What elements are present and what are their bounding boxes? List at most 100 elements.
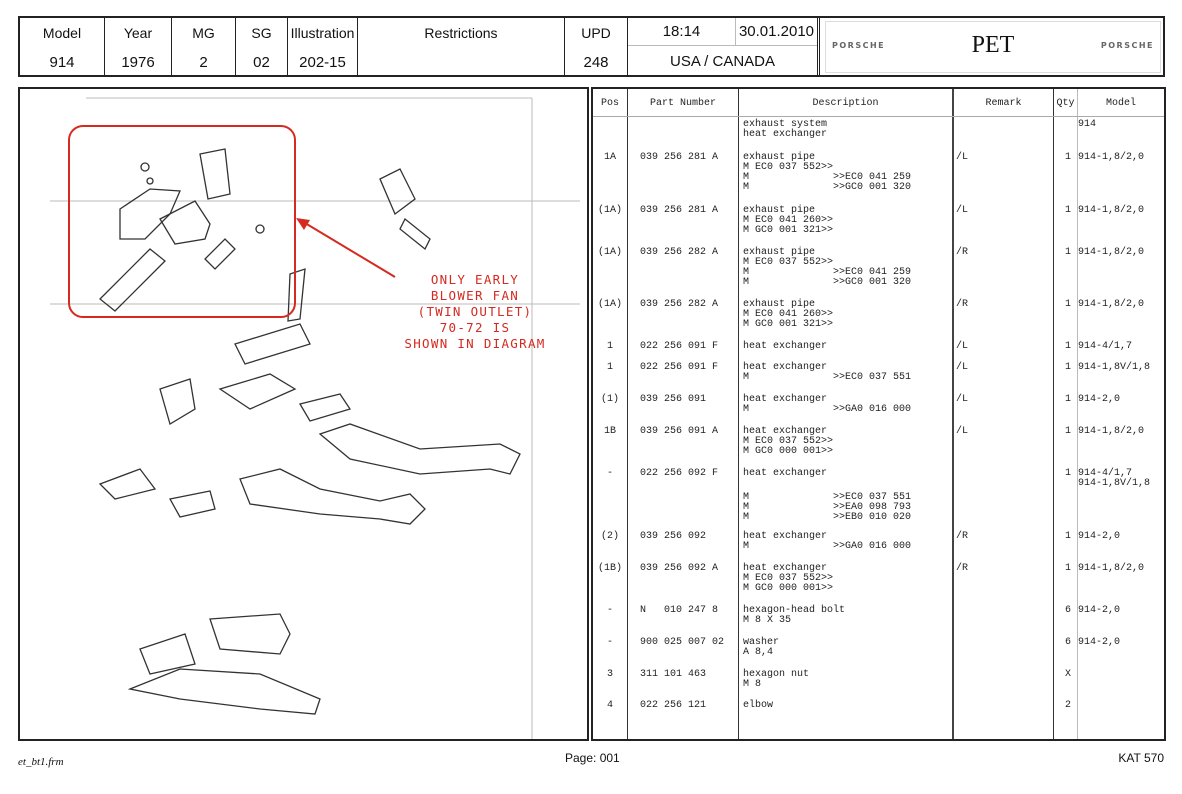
cell-remark: /R (956, 299, 969, 310)
cell-qty: 2 (1064, 700, 1071, 711)
model-line: 914-2,0 (1078, 531, 1121, 542)
model-line: 914-1,8/2,0 (1078, 426, 1145, 437)
description-line: M 8 (743, 679, 762, 690)
model-line: 914-1,8/2,0 (1078, 152, 1145, 163)
app-title: PET (971, 32, 1015, 58)
header-sg: SG 02 (236, 18, 288, 75)
description-line: M EC0 037 552>> (743, 436, 834, 447)
form-name: et_bt1.frm (18, 756, 64, 768)
model-line: 914-1,8/2,0 (1078, 205, 1145, 216)
cell-part-number: 039 256 282 A (640, 247, 719, 258)
description-line: M EC0 041 260>> (743, 215, 834, 226)
cell-pos: 1A (603, 152, 616, 163)
description-line: M >>EA0 098 793 (743, 502, 912, 513)
description-line: M >>EB0 010 020 (743, 512, 912, 523)
description-line: elbow (743, 700, 774, 711)
cell-model: 914-1,8/2,0 (1078, 427, 1144, 437)
description-line: M >>GA0 016 000 (743, 404, 912, 415)
callout-line: ONLY EARLY (430, 272, 520, 287)
header-qty: Qty (1056, 98, 1075, 109)
model-line: 914-1,8/2,0 (1078, 563, 1145, 574)
cell-model: 914-4/1,7 (1078, 342, 1132, 352)
part-23-hose (287, 268, 306, 322)
part-33-nut (140, 162, 150, 172)
cell-qty: 1 (1064, 205, 1071, 216)
header-upd-label: UPD (581, 25, 611, 41)
header-datetime-region: 18:14 30.01.2010 USA / CANADA (628, 18, 820, 75)
description-line: exhaust pipe (743, 299, 816, 310)
header-year-value: 1976 (121, 54, 155, 71)
header-mg-value: 2 (199, 54, 208, 71)
table-header: Pos Part Number Description Remark Qty M… (593, 89, 1164, 117)
cell-qty: 1 (1064, 247, 1071, 258)
cell-pos: (2) (600, 531, 619, 542)
parts-table: Pos Part Number Description Remark Qty M… (591, 87, 1166, 741)
description-line: hexagon nut (743, 669, 810, 680)
description-line: exhaust pipe (743, 205, 816, 216)
model-line: 914-4/1,7 (1078, 341, 1133, 352)
header-model-value: 914 (49, 54, 75, 71)
description-line: M GC0 001 321>> (743, 225, 834, 236)
description-line: heat exchanger (743, 341, 828, 352)
cell-pos: 1 (606, 341, 613, 352)
description-line: heat exchanger (743, 468, 828, 479)
header-remark: Remark (985, 98, 1022, 109)
cell-pos: 4 (606, 700, 613, 711)
description-line: washer (743, 637, 780, 648)
cell-part-number: 039 256 092 (640, 531, 707, 542)
header-sg-label: SG (251, 25, 272, 41)
description-line: hexagon-head bolt (743, 605, 846, 616)
model-line: 914-1,8/2,0 (1078, 247, 1145, 258)
model-line: 914-2,0 (1078, 637, 1121, 648)
porsche-logo-right: PORSCHE (1100, 41, 1154, 50)
cell-part-number: 022 256 091 F (640, 362, 719, 373)
description-line: M EC0 041 260>> (743, 309, 834, 320)
model-line: 914 (1078, 119, 1097, 130)
cell-part-number: 039 256 281 A (640, 152, 719, 163)
page-number: Page: 001 (565, 751, 620, 765)
model-line: 914-1,8V/1,8 (1078, 362, 1151, 373)
part-35-hose (199, 148, 231, 200)
description-line: M EC0 037 552>> (743, 257, 834, 268)
cell-pos: (1A) (597, 299, 622, 310)
cell-remark: /R (956, 531, 969, 542)
part-2-heat-exchanger (318, 423, 521, 475)
cell-pos: (1) (600, 394, 619, 405)
cell-part-number: 039 256 091 A (640, 426, 719, 437)
part-20a-elbow (139, 633, 196, 675)
cell-qty: 1 (1064, 341, 1071, 352)
header-region: USA / CANADA (669, 53, 776, 70)
cell-part-number: 311 101 463 (640, 669, 707, 680)
cell-remark: /L (956, 341, 969, 352)
exploded-parts-diagram: ONLY EARLY BLOWER FAN (TWIN OUTLET) 70-7… (18, 87, 589, 741)
cell-qty: 1 (1064, 299, 1071, 310)
description-line: M >>EC0 037 551 (743, 492, 912, 503)
cell-pos: 1B (603, 426, 616, 437)
porsche-logo-left: PORSCHE (832, 41, 886, 50)
cell-model: 914 (1078, 120, 1096, 130)
part-8-bracket (98, 468, 157, 500)
description-line: M >>GC0 001 320 (743, 277, 912, 288)
cell-remark: /R (956, 563, 969, 574)
callout-line: 70-72 IS (439, 320, 511, 335)
column-divider (952, 89, 954, 739)
cell-model: 914-2,0 (1078, 395, 1120, 405)
cell-part-number: N 010 247 8 (640, 605, 719, 616)
part-1a-pipe (209, 613, 291, 655)
description-line: heat exchanger (743, 531, 828, 542)
cell-description: heat exchanger (743, 342, 827, 352)
cell-part-number: 039 256 091 (640, 394, 707, 405)
header-model: Model (1105, 98, 1136, 109)
catalog-number: KAT 570 (1118, 751, 1164, 765)
part-47-sensor (399, 217, 431, 251)
description-line: M 8 X 35 (743, 615, 792, 626)
part-1b-pipe (127, 668, 321, 715)
callout-arrow-line (299, 219, 396, 278)
part-1-heat-exchanger (239, 468, 426, 525)
cell-part-number: 022 256 121 (640, 700, 707, 711)
header-pos: Pos (600, 98, 619, 109)
